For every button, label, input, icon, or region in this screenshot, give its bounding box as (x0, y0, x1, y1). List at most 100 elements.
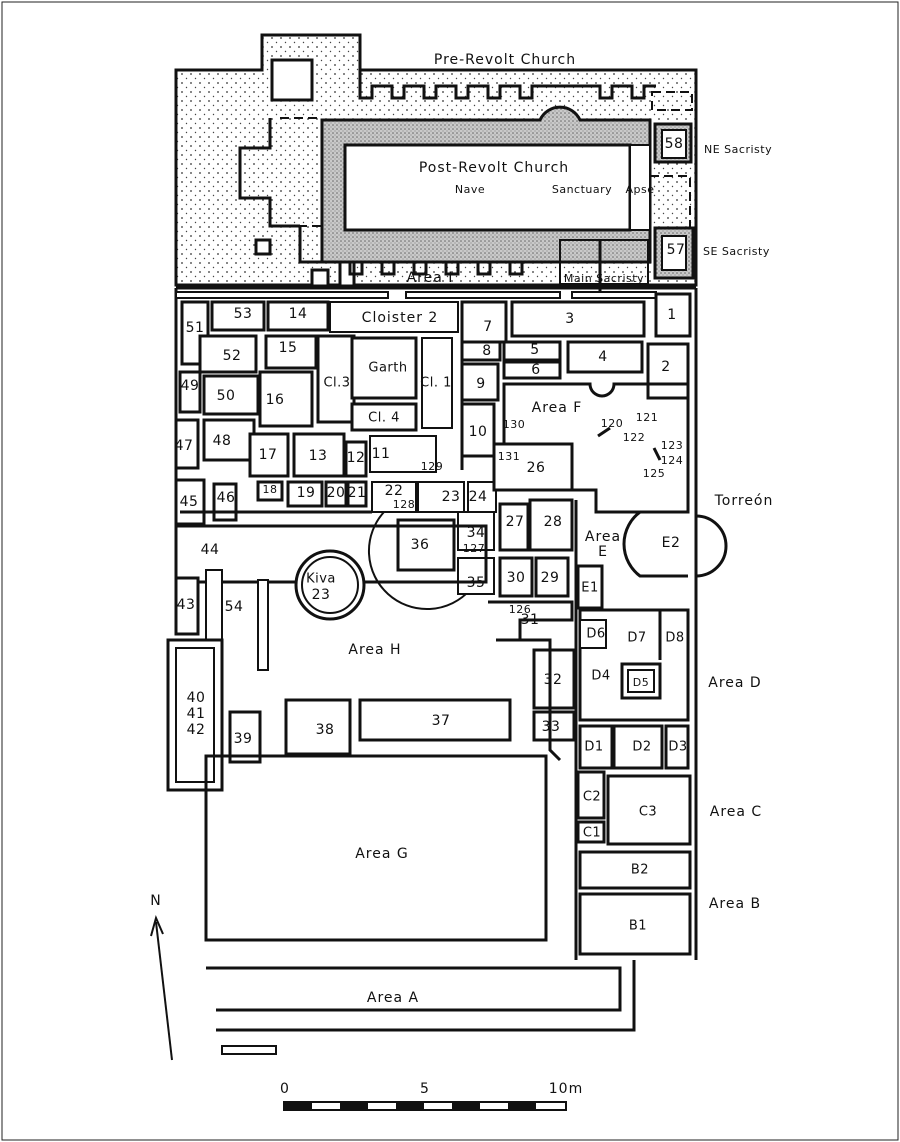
label-main-sacristy: Main Sacristy (564, 272, 644, 285)
room-26 (492, 442, 574, 492)
room-16 (258, 370, 314, 428)
label-cl3: Cl.3 (323, 376, 350, 391)
room-18 (256, 480, 284, 502)
label-room-c1: C1 (583, 826, 601, 841)
north-arrow (150, 915, 173, 1061)
label-room-16: 16 (266, 392, 285, 408)
room-8 (460, 340, 502, 362)
label-feature-127: 127 (463, 542, 486, 555)
label-cloister-2: Cloister 2 (362, 310, 439, 326)
label-room-44: 44 (201, 542, 220, 558)
room-29 (534, 556, 570, 598)
label-room-14: 14 (289, 306, 308, 322)
room-d6 (579, 619, 607, 649)
label-nave: Nave (455, 183, 485, 196)
room-12 (344, 440, 368, 478)
label-area-i: Area I (407, 270, 454, 286)
label-room-22: 22 (385, 483, 404, 499)
label-room-40: 40 (187, 690, 206, 706)
label-pre-revolt-church: Pre-Revolt Church (434, 52, 576, 68)
room-39 (228, 710, 262, 764)
label-room-5: 5 (530, 342, 539, 358)
label-feature-120: 120 (601, 417, 624, 430)
label-feature-124: 124 (661, 454, 684, 467)
label-room-33: 33 (542, 719, 561, 735)
label-room-15: 15 (279, 340, 298, 356)
label-room-e2: E2 (662, 535, 681, 551)
room-d2 (612, 724, 664, 770)
label-room-11: 11 (372, 446, 391, 462)
cloister-rooms (329, 292, 692, 513)
room-2 (646, 342, 690, 400)
label-post-revolt-church: Post-Revolt Church (419, 160, 569, 176)
room-31 (488, 600, 574, 640)
label-room-d1: D1 (584, 740, 603, 755)
label-room-10: 10 (469, 424, 488, 440)
label-scale-5: 5 (420, 1081, 430, 1097)
room-e1 (576, 564, 604, 610)
room-cl1 (421, 337, 453, 429)
label-room-39: 39 (234, 731, 253, 747)
label-room-4: 4 (598, 349, 607, 365)
label-room-17: 17 (259, 447, 278, 463)
area-a (206, 966, 622, 1012)
garth (350, 336, 418, 400)
label-room-27: 27 (506, 514, 525, 530)
label-apse: Apse (625, 183, 654, 196)
room-23 (417, 481, 465, 513)
label-area-d: Area D (708, 675, 761, 691)
room-b1 (578, 892, 692, 956)
room-6 (502, 360, 562, 380)
label-room-d5: D5 (633, 676, 649, 689)
room-53 (210, 300, 266, 332)
label-room-48: 48 (213, 433, 232, 449)
label-room-29: 29 (541, 570, 560, 586)
label-room-c3: C3 (639, 805, 657, 820)
label-room-42: 42 (187, 722, 206, 738)
label-kiva: Kiva (306, 572, 336, 587)
room-36 (396, 518, 456, 572)
convento-walls (174, 286, 698, 960)
room-48 (202, 418, 256, 462)
label-room-35: 35 (467, 575, 486, 591)
label-feature-121: 121 (636, 411, 659, 424)
label-room-37: 37 (432, 713, 451, 729)
room-c2 (576, 770, 606, 820)
scale-bar (283, 1101, 567, 1111)
label-room-12: 12 (347, 450, 366, 466)
room-cl4 (350, 402, 418, 432)
label-north: N (150, 893, 161, 909)
label-feature-123: 123 (661, 439, 684, 452)
label-room-31: 31 (521, 612, 540, 628)
label-kiva-number: 23 (312, 587, 331, 603)
room-15 (264, 334, 318, 370)
label-area-f: Area F (532, 400, 583, 416)
label-room-47: 47 (175, 438, 194, 454)
room-45 (174, 478, 206, 526)
label-room-19: 19 (297, 485, 316, 501)
room-32 (532, 648, 576, 710)
label-room-52: 52 (223, 348, 242, 364)
room-9 (460, 362, 500, 402)
label-room-9: 9 (476, 376, 485, 392)
label-se-sacristy: SE Sacristy (703, 245, 770, 258)
label-room-3: 3 (565, 311, 574, 327)
room-b2 (578, 850, 692, 890)
room-38 (284, 698, 352, 756)
room-5 (502, 340, 562, 362)
room-24 (467, 481, 497, 513)
label-torreon: Torreón (714, 493, 774, 509)
label-room-18: 18 (263, 483, 278, 496)
label-garth: Garth (368, 361, 407, 376)
room-49 (178, 370, 202, 414)
label-area-g: Area G (355, 846, 409, 862)
label-feature-129: 129 (421, 460, 444, 473)
label-area-h: Area H (348, 642, 401, 658)
room-1 (654, 292, 692, 338)
area-c-b (576, 770, 692, 956)
label-room-43: 43 (177, 597, 196, 613)
label-room-1: 1 (667, 307, 676, 323)
label-room-49: 49 (181, 378, 200, 394)
label-feature-126: 126 (509, 603, 532, 616)
